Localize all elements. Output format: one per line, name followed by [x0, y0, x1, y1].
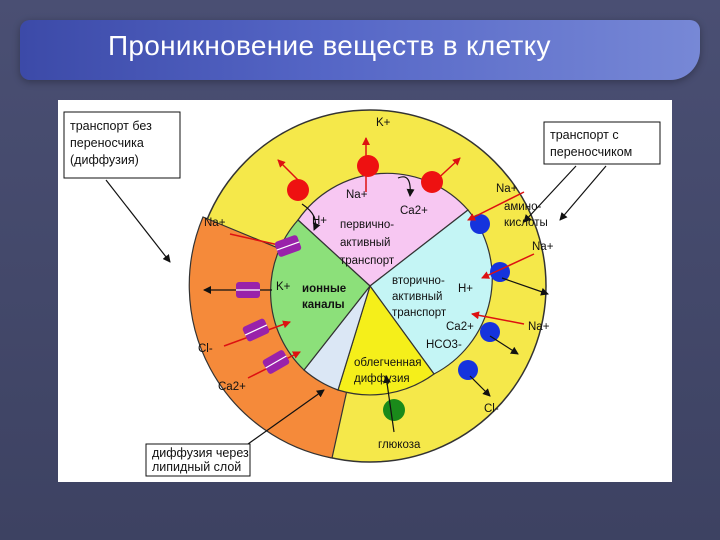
title-band — [20, 20, 700, 80]
box-no-carrier-line2: переносчика — [70, 136, 144, 150]
arrow-primary-inner — [397, 176, 415, 197]
arrow-h-primary — [301, 203, 321, 231]
arrow-no-carrier — [105, 179, 171, 263]
ion-ca-right: Ca2+ — [446, 321, 474, 333]
ion-h-right: H+ — [458, 283, 473, 295]
slide-title: Проникновение веществ в клетку — [108, 30, 551, 61]
label-ion-channels-1: ионные — [302, 283, 346, 295]
arrow-cl-right — [469, 375, 491, 397]
label-primary-active-1: первично- — [340, 219, 394, 231]
arrow-h-right — [501, 277, 549, 296]
ion-h-primary: H+ — [312, 215, 327, 227]
label-secondary-active-2: активный — [392, 291, 442, 303]
ion-cl-right: Cl- — [484, 403, 499, 415]
ion-amino-1: амино- — [504, 201, 541, 213]
arrow-lipid — [247, 389, 325, 445]
label-facilitated-1: облегченная — [354, 357, 421, 369]
label-secondary-active-3: транспорт — [392, 307, 447, 319]
channel-2 — [236, 282, 260, 298]
box-lipid: диффузия через липидный слой — [145, 443, 251, 477]
label-primary-active-3: транспорт — [340, 255, 395, 267]
ion-na-right1: Na+ — [496, 183, 518, 195]
arrow-na-right1 — [467, 191, 525, 221]
ion-hco3: HCO3- — [426, 339, 462, 351]
label-ion-channels-2: каналы — [302, 299, 345, 311]
carrier-green — [383, 399, 405, 421]
ion-na-right3: Na+ — [528, 321, 550, 333]
box-lipid-line2: липидный слой — [152, 460, 241, 474]
carrier-blue-4 — [458, 360, 478, 380]
label-primary-active-2: активный — [340, 237, 390, 249]
arrow-ca-right — [489, 335, 519, 355]
channel-4 — [262, 350, 290, 374]
box-no-carrier: транспорт без переносчика (диффузия) — [63, 111, 181, 179]
box-with-carrier: транспорт с переносчиком — [543, 121, 661, 165]
diagram-svg: транспорт без переносчика (диффузия) тра… — [63, 109, 661, 477]
carrier-blue-2 — [490, 262, 510, 282]
ion-cl-left: Cl- — [198, 343, 213, 355]
ion-ca-left: Ca2+ — [218, 381, 246, 393]
box-lipid-line1: диффузия через — [152, 446, 249, 460]
carrier-blue-3 — [480, 322, 500, 342]
ion-ca-top: Ca2+ — [400, 205, 428, 217]
ion-na-top: Na+ — [346, 189, 368, 201]
label-secondary-active-1: вторично- — [392, 275, 445, 287]
arrow-with-carrier-2 — [559, 165, 607, 221]
box-with-carrier-line1: транспорт с — [550, 128, 619, 142]
arrow-na-right2 — [481, 253, 535, 279]
pump-red-right — [421, 171, 443, 193]
diagram-figure: транспорт без переносчика (диффузия) тра… — [58, 100, 672, 482]
box-with-carrier-line2: переносчиком — [550, 145, 632, 159]
ion-k-left: K+ — [276, 281, 291, 293]
sector-primary-active — [297, 172, 469, 287]
ion-na-right2: Na+ — [532, 241, 554, 253]
ion-na-left: Na+ — [204, 217, 226, 229]
channel-1 — [274, 235, 302, 257]
label-facilitated-2: диффузия — [354, 373, 410, 385]
arrow-glucose — [383, 375, 395, 433]
channel-3 — [242, 318, 270, 342]
pump-red-left — [287, 179, 309, 201]
box-no-carrier-line1: транспорт без — [70, 119, 152, 133]
arrow-with-carrier-1 — [523, 165, 577, 223]
pump-red-top — [357, 155, 379, 177]
ion-amino-2: кислоты — [504, 217, 548, 229]
ion-k-top: K+ — [376, 117, 391, 129]
arrow-na-right3 — [471, 311, 525, 325]
box-no-carrier-line3: (диффузия) — [70, 153, 139, 167]
ion-glucose: глюкоза — [378, 439, 421, 451]
